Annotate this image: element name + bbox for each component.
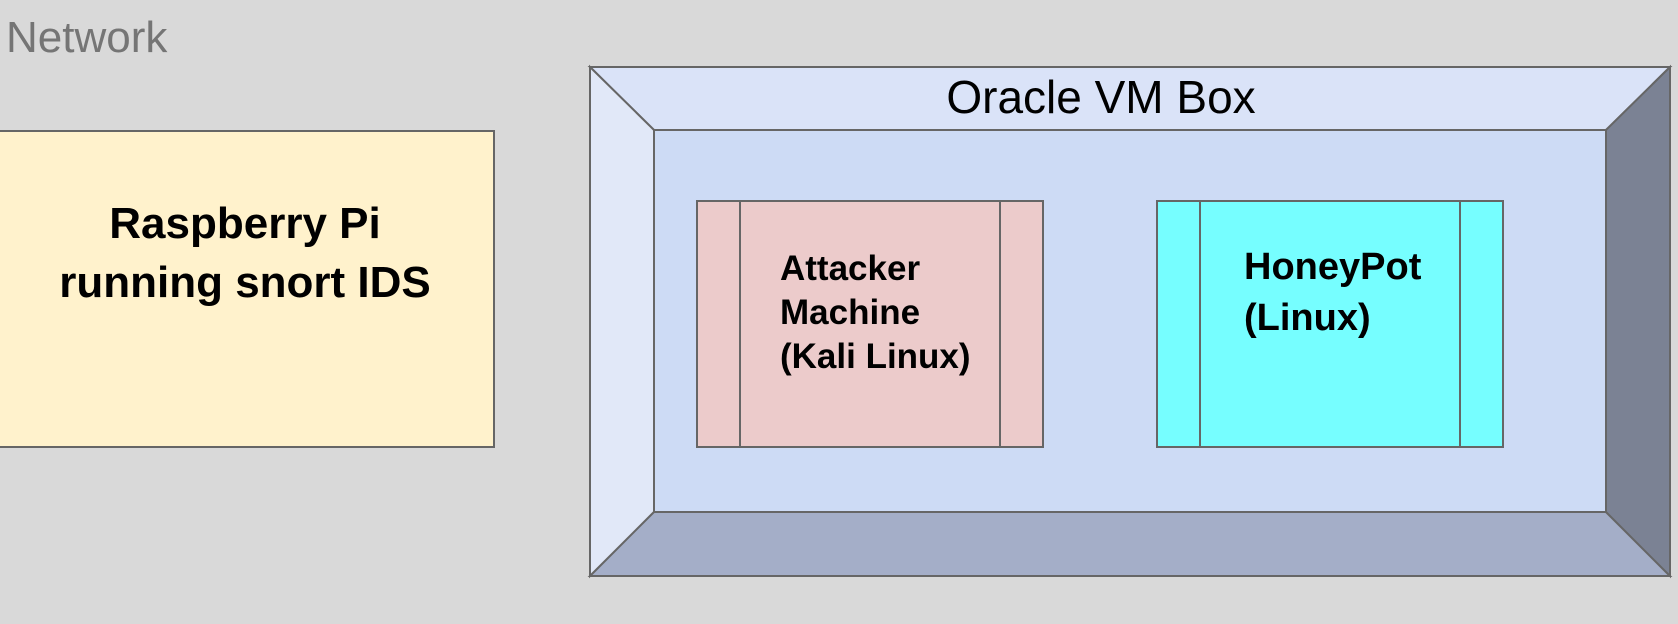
honeypot-node: HoneyPot (Linux) <box>1156 200 1504 448</box>
attacker-label-line-3: (Kali Linux) <box>780 337 971 376</box>
attacker-machine-box <box>696 200 1044 448</box>
attacker-label-line-2: Machine <box>780 293 920 332</box>
oracle-vm-box-node: Oracle VM Box <box>587 64 1673 579</box>
vm-right-bevel <box>1605 64 1671 579</box>
vm-bottom-bevel <box>587 511 1673 577</box>
attacker-label-line-1: Attacker <box>780 249 920 288</box>
attacker-machine-node: Attacker Machine (Kali Linux) <box>696 200 1044 448</box>
raspberry-pi-label-line-2: running snort IDS <box>59 258 431 307</box>
raspberry-pi-label-line-1: Raspberry Pi <box>109 199 380 248</box>
vm-left-bevel <box>589 64 655 579</box>
honeypot-label-line-2: (Linux) <box>1244 297 1371 339</box>
honeypot-label-line-1: HoneyPot <box>1244 246 1422 288</box>
network-label: Network <box>6 13 168 62</box>
honeypot-box <box>1156 200 1504 448</box>
oracle-vm-box-title: Oracle VM Box <box>946 71 1255 123</box>
raspberry-pi-node: Raspberry Pi running snort IDS <box>0 130 495 448</box>
raspberry-pi-box <box>0 130 495 448</box>
